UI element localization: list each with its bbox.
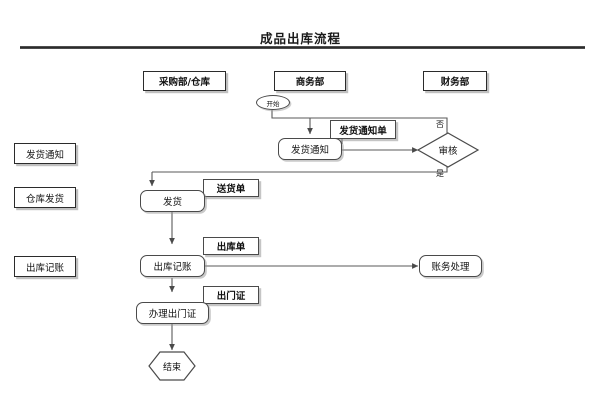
node-label: 送货单 [216, 184, 246, 195]
stage-label-text: 发货通知 [25, 149, 64, 161]
node-end: 结束 [148, 351, 196, 381]
node-process-exit-pass: 办理出门证 [136, 302, 209, 324]
stage-label-text: 出库记账 [25, 262, 64, 274]
title-divider [20, 46, 585, 49]
column-header-label: 采购部/仓库 [159, 77, 210, 88]
node-label: 开始 [266, 99, 280, 108]
page-title: 成品出库流程 [259, 31, 341, 46]
branch-label-yes: 是 [436, 169, 444, 178]
node-accounting-processing: 账务处理 [419, 255, 482, 277]
column-header-label: 财务部 [440, 77, 470, 88]
node-outbound-order: 出库单 [203, 237, 259, 255]
node-ship: 发货 [140, 190, 205, 212]
node-shipping-notice: 发货通知 [278, 138, 342, 160]
node-label: 发货 [162, 197, 182, 208]
node-start: 开始 [256, 95, 290, 110]
node-label: 账务处理 [431, 262, 470, 273]
stage-label-warehouse-shipping: 仓库发货 [14, 187, 76, 208]
node-label: 出库单 [216, 242, 246, 253]
column-header-business-dept: 商务部 [274, 71, 346, 91]
node-shipping-notice-form: 发货通知单 [330, 120, 396, 139]
node-label: 办理出门证 [148, 309, 197, 320]
node-label: 出库记账 [153, 262, 192, 273]
node-delivery-note: 送货单 [203, 179, 259, 197]
node-label: 发货通知 [290, 145, 329, 156]
stage-label-text: 仓库发货 [25, 193, 64, 205]
node-label: 发货通知单 [339, 125, 387, 137]
column-header-finance-dept: 财务部 [423, 71, 487, 91]
node-label: 出门证 [216, 291, 246, 302]
node-label: 审核 [438, 146, 458, 157]
node-review: 审核 [416, 132, 480, 168]
node-exit-pass: 出门证 [203, 286, 259, 304]
stage-label-shipping-notice: 发货通知 [14, 143, 76, 164]
node-outbound-accounting: 出库记账 [140, 255, 205, 277]
node-label: 结束 [162, 362, 181, 373]
stage-label-outbound-accounting: 出库记账 [14, 256, 76, 277]
branch-label-no: 否 [436, 120, 444, 129]
column-header-label: 商务部 [295, 77, 325, 88]
column-header-purchasing-warehouse: 采购部/仓库 [143, 71, 226, 91]
